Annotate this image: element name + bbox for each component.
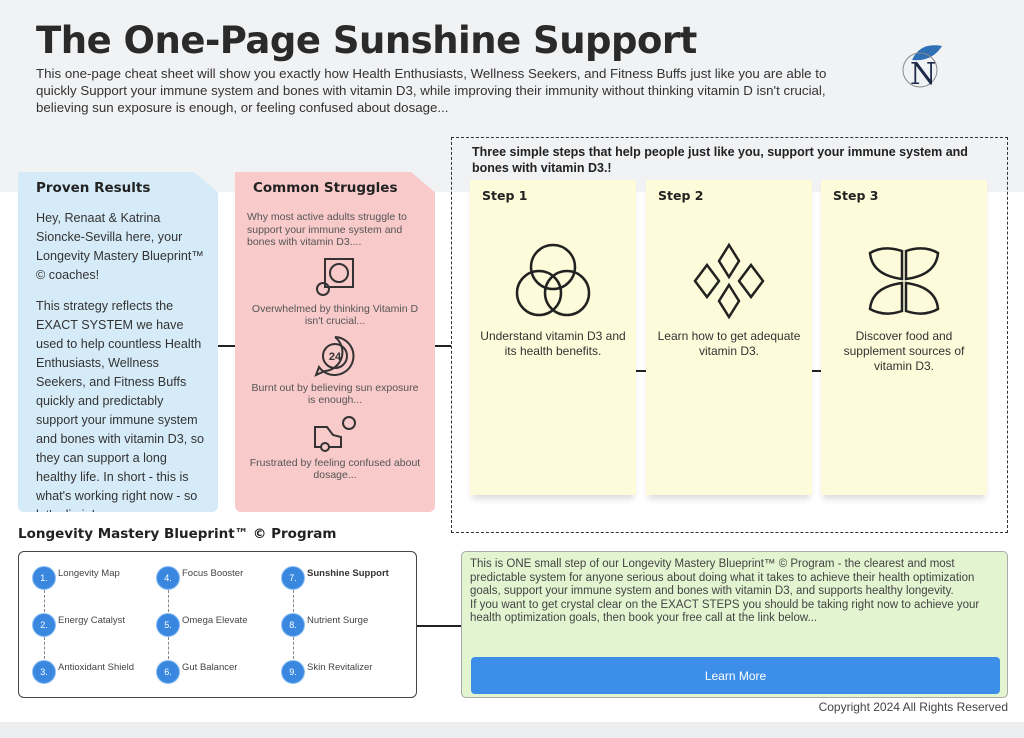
cta-box: This is ONE small step of our Longevity … [461,551,1008,698]
steps-title: Three simple steps that help people just… [472,145,968,175]
step-text: Learn how to get adequate vitamin D3. [657,329,801,358]
overwhelm-icon [316,257,354,296]
learn-more-button[interactable]: Learn More [471,657,1000,694]
step-card-3: Step 3 Discover food and supplement sour… [821,180,987,495]
intro-text: This one-page cheat sheet will show you … [36,66,827,115]
copyright: Copyright 2024 All Rights Reserved [818,700,1008,714]
program-item: 1.Longevity Map [32,566,120,590]
struggle-item: Frustrated by feeling confused about dos… [249,456,421,482]
struggle-item: Overwhelmed by thinking Vitamin D isn't … [251,302,419,328]
step-connector [812,370,821,372]
car-fire-icon [314,415,356,452]
step-label: Step 2 [658,188,704,203]
program-title: Longevity Mastery Blueprint™ © Program [18,526,337,542]
step-connector [636,370,646,372]
connector-line [218,345,235,347]
program-item-current: 7.Sunshine Support [281,566,389,590]
program-list: 1.Longevity Map 2.Energy Catalyst 3.Anti… [18,551,417,698]
connector-line [417,625,461,627]
proven-results-intro: Hey, Renaat & Katrina Sioncke-Sevilla he… [36,211,204,282]
page-title: The One-Page Sunshine Support [36,19,697,62]
clock-24-icon: 24 [314,335,355,377]
diamonds-icon [693,242,765,320]
cta-text: This is ONE small step of our Longevity … [470,558,980,624]
clock-label: 24 [329,351,342,363]
struggle-item: Burnt out by believing sun exposure is e… [251,381,419,407]
struggles-lead: Why most active adults struggle to suppo… [247,211,407,248]
connector-arrow [435,345,451,347]
proven-results-card: Proven Results Hey, Renaat & Katrina Sio… [18,172,218,512]
proven-results-title: Proven Results [36,180,151,196]
proven-results-body: This strategy reflects the EXACT SYSTEM … [36,299,205,522]
step-text: Discover food and supplement sources of … [843,329,965,373]
leaves-icon [868,247,940,315]
step-text: Understand vitamin D3 and its health ben… [480,329,626,358]
step-card-1: Step 1 Understand vitamin D3 and its hea… [470,180,636,495]
brand-logo: N [898,40,948,95]
venn-diagram-icon [515,243,591,317]
program-item: 8.Nutrient Surge [281,613,368,637]
program-item: 3.Antioxidant Shield [32,660,134,684]
step-label: Step 3 [833,188,879,203]
program-item: 5.Omega Elevate [156,613,247,637]
steps-container: Three simple steps that help people just… [451,137,1008,533]
step-card-2: Step 2 Learn how to get adequate vitamin… [646,180,812,495]
common-struggles-title: Common Struggles [253,180,398,196]
svg-text:N: N [910,57,936,90]
header-background [0,0,1024,192]
program-item: 2.Energy Catalyst [32,613,125,637]
step-label: Step 1 [482,188,528,203]
program-item: 6.Gut Balancer [156,660,237,684]
program-item: 4.Focus Booster [156,566,243,590]
common-struggles-card: Common Struggles Why most active adults … [235,172,435,512]
program-item: 9.Skin Revitalizer [281,660,372,684]
footer-strip [0,722,1024,738]
